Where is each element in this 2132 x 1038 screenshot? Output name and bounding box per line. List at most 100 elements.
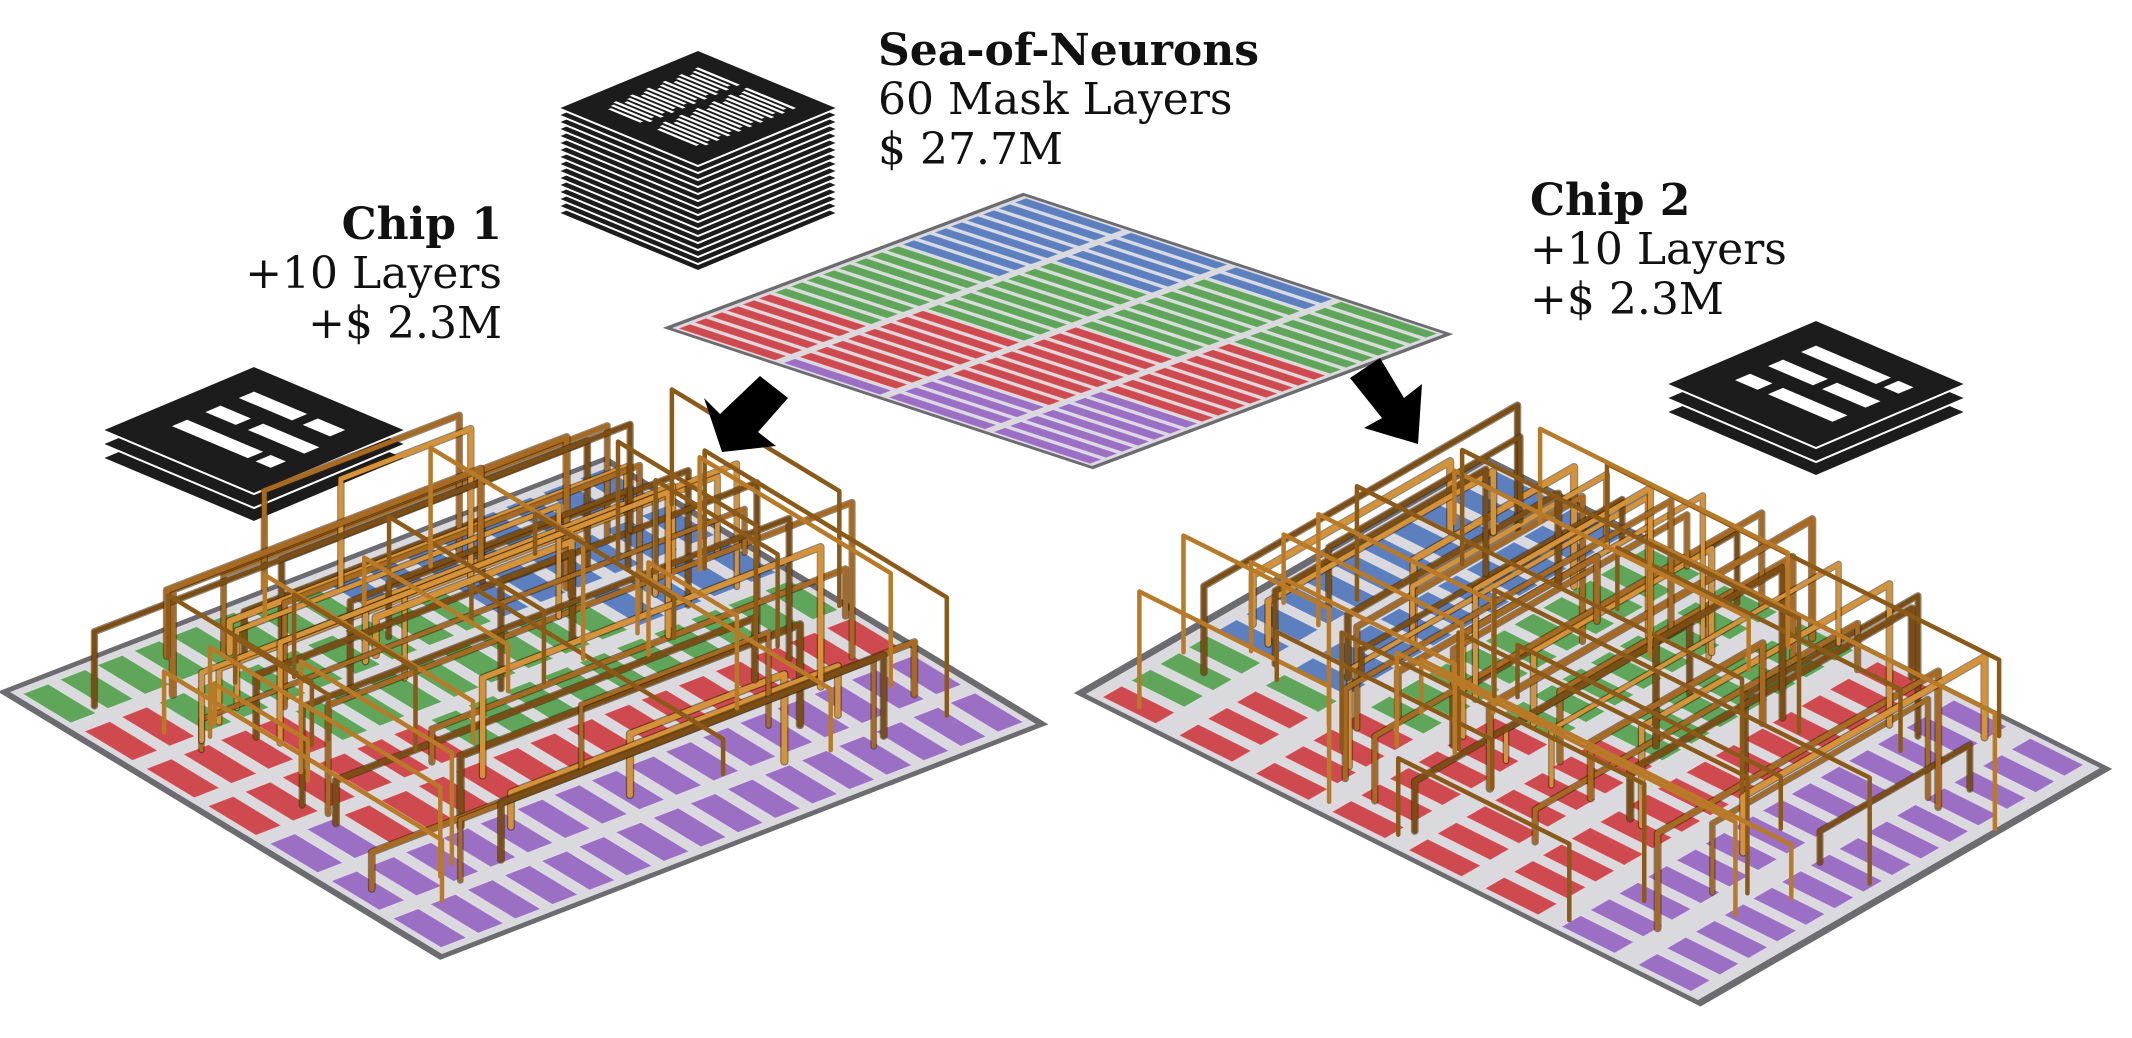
neuron-tile bbox=[1023, 415, 1136, 453]
neuron-tile bbox=[991, 427, 1104, 465]
neuron-tile bbox=[1110, 308, 1223, 346]
neuron-tile bbox=[1206, 707, 1281, 746]
neuron-tile bbox=[948, 221, 1061, 259]
neuron-tile bbox=[861, 328, 974, 366]
neuron-tile bbox=[1838, 837, 1913, 876]
neuron-tile bbox=[429, 893, 505, 934]
wire-segment bbox=[697, 455, 893, 688]
neuron-tile bbox=[1231, 337, 1344, 375]
wire-segment bbox=[457, 621, 803, 830]
wire-segment bbox=[1647, 538, 1998, 831]
neuron-tile bbox=[1103, 385, 1216, 423]
wire-segment bbox=[325, 500, 855, 816]
neuron-tile bbox=[1924, 787, 1999, 827]
wire-segment bbox=[479, 544, 824, 779]
neuron-tile bbox=[1464, 805, 1540, 845]
neuron-tile bbox=[1295, 313, 1408, 351]
neuron-tile bbox=[989, 280, 1102, 318]
neuron-tile bbox=[1087, 391, 1200, 429]
wire-segment bbox=[1272, 466, 1489, 667]
neuron-tile bbox=[1094, 314, 1207, 352]
neuron-tile bbox=[120, 706, 196, 747]
neuron-tile bbox=[941, 298, 1054, 336]
neuron-tile bbox=[689, 793, 765, 834]
neuron-tile bbox=[948, 692, 1025, 733]
neuron-tile bbox=[95, 654, 172, 695]
neuron-tile bbox=[1331, 800, 1406, 839]
neuron-tile bbox=[1589, 898, 1664, 938]
neuron-tile bbox=[1078, 320, 1191, 358]
neuron-tile bbox=[829, 340, 942, 378]
neuron-tile bbox=[503, 865, 579, 905]
neuron-tile bbox=[1085, 244, 1198, 282]
wire-segment bbox=[1740, 654, 1988, 856]
neuron-tile bbox=[1254, 762, 1329, 801]
wire-segment bbox=[282, 463, 642, 710]
neuron-tile bbox=[911, 706, 988, 747]
wire-segment bbox=[1248, 560, 1458, 756]
neuron-tile bbox=[1012, 197, 1125, 235]
neuron-tile bbox=[836, 263, 949, 301]
neuron-tile bbox=[1014, 344, 1127, 382]
neuron-tile bbox=[145, 758, 221, 799]
wire-segment bbox=[635, 569, 833, 753]
neuron-tile bbox=[850, 669, 926, 710]
wire-segment bbox=[261, 412, 462, 592]
mask-stacks bbox=[99, 48, 1969, 524]
neuron-tile bbox=[1126, 302, 1239, 340]
wire-segment bbox=[386, 514, 547, 685]
wire-segment bbox=[92, 421, 633, 709]
chip1-mask-stack bbox=[99, 364, 409, 524]
neuron-tile bbox=[998, 350, 1111, 388]
neuron-tile bbox=[1055, 403, 1168, 441]
neuron-tile bbox=[1665, 936, 1740, 976]
neuron-tile bbox=[1053, 256, 1166, 294]
neuron-tile bbox=[1780, 870, 1855, 910]
neuron-tile bbox=[909, 310, 1022, 348]
wire-segment bbox=[615, 439, 759, 645]
wire-segment bbox=[333, 615, 758, 827]
wire-segment bbox=[1412, 619, 1693, 834]
chip1-layers: +10 Layers bbox=[245, 248, 502, 300]
neuron-tile bbox=[614, 821, 691, 862]
neuron-tile bbox=[966, 362, 1079, 400]
neuron-tile bbox=[692, 317, 805, 355]
neuron-tile bbox=[1866, 820, 1941, 860]
neuron-tile bbox=[756, 293, 869, 331]
neuron-tile bbox=[219, 729, 295, 770]
neuron-tile bbox=[1388, 767, 1463, 806]
wire-segment bbox=[291, 592, 418, 753]
neuron-tile bbox=[83, 720, 159, 761]
wire-segment bbox=[1354, 484, 1745, 795]
neuron-tile bbox=[788, 281, 901, 319]
neuron-tile bbox=[1222, 266, 1335, 304]
interconnect-wires bbox=[90, 387, 2002, 933]
chip2-title: Chip 2 bbox=[1530, 175, 1691, 226]
wire-segment bbox=[212, 681, 311, 783]
neuron-tile bbox=[305, 818, 382, 859]
wire-segment bbox=[646, 560, 740, 711]
wire-segment bbox=[429, 566, 848, 765]
sea-of-neurons-label: Sea-of-Neurons 60 Mask Layers $ 27.7M bbox=[878, 26, 1259, 174]
chip2-wires bbox=[1137, 401, 2002, 933]
chip2-cost: +$ 2.3M bbox=[1530, 273, 1724, 325]
arrows bbox=[704, 358, 1422, 452]
sea-of-neurons-chip bbox=[662, 192, 1454, 470]
sea-of-neurons-cost: $ 27.7M bbox=[878, 123, 1064, 175]
neuron-tile bbox=[1007, 421, 1120, 459]
wire-segment bbox=[1459, 447, 1802, 735]
neuron-tile bbox=[1071, 397, 1184, 435]
neuron-tile bbox=[330, 870, 406, 911]
wire-segment bbox=[653, 478, 780, 649]
wire-segment bbox=[298, 659, 455, 866]
neuron-tile bbox=[1119, 379, 1232, 417]
neuron-tile bbox=[1005, 274, 1118, 312]
neuron-tile bbox=[676, 323, 789, 361]
neuron-tile bbox=[996, 203, 1109, 241]
wire-segment bbox=[1604, 461, 2002, 739]
chip1-title: Chip 1 bbox=[341, 199, 502, 250]
neuron-tile bbox=[1279, 319, 1392, 357]
wire-segment bbox=[1654, 668, 1941, 932]
neuron-tile bbox=[813, 346, 926, 384]
neuron-tile bbox=[772, 287, 885, 325]
